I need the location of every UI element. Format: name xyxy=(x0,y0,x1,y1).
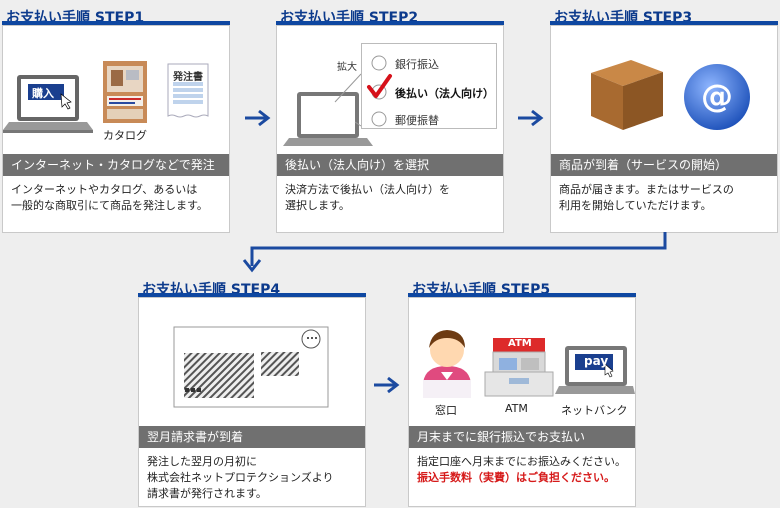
step-4-description: 発注した翌月の月初に 株式会社ネットプロテクションズより 請求書が発行されます。 xyxy=(147,454,361,502)
catalog-label: カタログ xyxy=(103,129,147,142)
laptop-icon xyxy=(3,75,93,133)
step-3-description: 商品が届きます。またはサービスの 利用を開始していただけます。 xyxy=(559,182,773,214)
desc-line: インターネットやカタログ、あるいは xyxy=(11,183,198,196)
step-3-illustration: @ xyxy=(551,26,777,154)
step-5: お支払い手順 STEP5 窓口 ATM ATM xyxy=(408,278,636,507)
netbank-laptop-icon xyxy=(555,346,635,394)
desc-line: 請求書が発行されます。 xyxy=(147,487,267,500)
desc-line: 利用を開始していただけます。 xyxy=(559,199,712,212)
step-1-tab: お支払い手順 STEP1 xyxy=(2,6,230,26)
pay-label: pay xyxy=(584,354,609,368)
step-5-description: 指定口座へ月末までにお振込みください。 振込手数料（実費）はご負担ください。 xyxy=(417,454,631,486)
netbank-label: ネットバンク xyxy=(561,404,628,417)
order-sheet-label: 発注書 xyxy=(173,72,203,83)
step-1-description: インターネットやカタログ、あるいは 一般的な商取引にて商品を発注します。 xyxy=(11,182,225,214)
tab-rule xyxy=(408,293,636,297)
step-2-description: 決済方法で後払い（法人向け）を 選択します。 xyxy=(285,182,499,214)
tab-rule xyxy=(550,21,778,25)
step-4: お支払い手順 STEP4 翌月請求書が到着 発注した翌月の月 xyxy=(138,278,366,507)
atm-label: ATM xyxy=(505,402,528,415)
step-2-illustration: 拡大 銀行振込 後払い（法人向け） 郵便振替 xyxy=(277,26,503,154)
arrow-right-icon xyxy=(245,109,271,127)
desc-line: 発注した翌月の月初に xyxy=(147,455,257,468)
atm-sign-label: ATM xyxy=(508,338,532,349)
tab-rule xyxy=(2,21,230,25)
step-5-illustration: 窓口 ATM ATM pay ネットバンク xyxy=(409,298,635,426)
desc-line: 指定口座へ月末までにお振込みください。 xyxy=(417,455,626,468)
email-at-icon xyxy=(684,64,750,130)
step-4-tab: お支払い手順 STEP4 xyxy=(138,278,366,298)
buy-label: 購入 xyxy=(32,87,54,100)
catalog-icon xyxy=(103,61,147,123)
step-1-card: 購入 カタログ 発注書 インターネット・カタログなどで発注 xyxy=(2,25,230,233)
desc-line: 株式会社ネットプロテクションズより xyxy=(147,471,334,484)
step-2-tab: お支払い手順 STEP2 xyxy=(276,6,504,26)
desc-line: 決済方法で後払い（法人向け）を xyxy=(285,183,450,196)
step-5-tab: お支払い手順 STEP5 xyxy=(408,278,636,298)
step-3-tab: お支払い手順 STEP3 xyxy=(550,6,778,26)
step-4-card: 翌月請求書が到着 発注した翌月の月初に 株式会社ネットプロテクションズより 請求… xyxy=(138,297,366,507)
step-2-card: 拡大 銀行振込 後払い（法人向け） 郵便振替 後払い（法人向け）を選択 決済方法… xyxy=(276,25,504,233)
desc-line: 一般的な商取引にて商品を発注します。 xyxy=(11,199,208,212)
option-postpay[interactable]: 後払い（法人向け） xyxy=(395,87,494,100)
step-3: お支払い手順 STEP3 @ 商品が到着（サービスの開始） xyxy=(550,6,778,233)
step-3-card: @ 商品が到着（サービスの開始） 商品が届きます。またはサービスの 利用を開始し… xyxy=(550,25,778,233)
invoice-envelope-icon xyxy=(173,326,329,408)
arrow-right-icon xyxy=(518,109,544,127)
order-sheet-icon xyxy=(167,63,209,118)
step-4-illustration xyxy=(139,298,365,426)
tab-rule xyxy=(276,21,504,25)
step-5-bar: 月末までに銀行振込でお支払い xyxy=(409,426,635,448)
arrow-right-icon xyxy=(374,376,400,394)
desc-line: 商品が届きます。またはサービスの xyxy=(559,183,734,196)
step-4-bar: 翌月請求書が到着 xyxy=(139,426,365,448)
fee-notice: 振込手数料（実費）はご負担ください。 xyxy=(417,471,615,484)
arrow-down-connector-icon xyxy=(242,232,667,273)
step-2-bar: 後払い（法人向け）を選択 xyxy=(277,154,503,176)
atm-icon xyxy=(484,338,554,397)
package-icon xyxy=(591,60,663,130)
step-1: お支払い手順 STEP1 購入 カタ xyxy=(2,6,230,233)
step-5-card: 窓口 ATM ATM pay ネットバンク 月末までに銀行振込でお支払い xyxy=(408,297,636,507)
step-1-bar: インターネット・カタログなどで発注 xyxy=(3,154,229,176)
counter-label: 窓口 xyxy=(435,404,457,417)
bank-teller-icon xyxy=(423,330,471,398)
option-bank-transfer[interactable]: 銀行振込 xyxy=(395,58,439,71)
at-sign-label: @ xyxy=(701,77,733,115)
desc-line: 選択します。 xyxy=(285,199,350,212)
step-2: お支払い手順 STEP2 拡大 銀行振込 後払い（法人向け） 郵便振替 xyxy=(276,6,504,233)
tab-rule xyxy=(138,293,366,297)
option-postal-transfer[interactable]: 郵便振替 xyxy=(395,114,439,127)
laptop-icon xyxy=(283,73,373,146)
step-1-illustration: 購入 カタログ 発注書 xyxy=(3,26,229,154)
radio-group xyxy=(367,55,392,127)
step-3-bar: 商品が到着（サービスの開始） xyxy=(551,154,777,176)
zoom-label: 拡大 xyxy=(337,62,357,73)
